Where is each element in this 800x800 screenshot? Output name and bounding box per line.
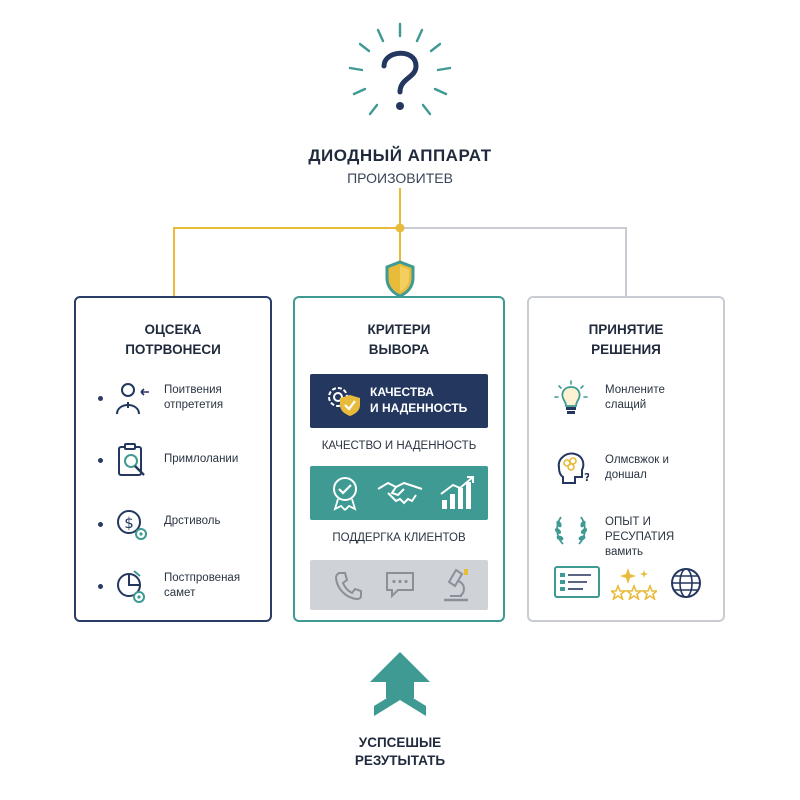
card-title-text: ОЦСЕКА ПОТРВОНЕСИ (125, 322, 221, 357)
list-item: Монлените слащий (529, 376, 723, 420)
list-item: Примлолании (76, 438, 270, 482)
up-arrow-icon (370, 652, 430, 716)
gear-shield-icon (328, 387, 360, 416)
diagram-title: ДИОДНЫЙ АППАРАТ (308, 146, 492, 165)
item-label: ОПЫТ И РЕСУПАТИЯ вамить (605, 516, 675, 558)
chart-gear-icon (117, 570, 145, 603)
band-text: КАЧЕСТВА И НАДЕННОСТЬ (370, 385, 468, 415)
list-item: $ Дрстиволь (76, 502, 270, 546)
values-band (310, 466, 488, 520)
results-title: УСПСЕШЫЕ РЕЗУТЫТАТЬ (0, 734, 800, 770)
chat-icon (386, 572, 414, 599)
badge-check-icon (333, 477, 357, 511)
checklist-card-icon (554, 566, 600, 598)
handshake-icon (377, 481, 423, 505)
item-label: Поитвения отпрететия (164, 384, 224, 411)
head-brain-icon: ? (557, 452, 589, 484)
card-decision: ПРИНЯТИЕ РЕШЕНИЯ Монлените слащий ? Олмс… (527, 296, 725, 622)
band-caption: ПОДДЕРГКА КЛИЕНТОВ (332, 532, 466, 544)
globe-icon (671, 568, 701, 598)
results-title-text: УСПСЕШЫЕ РЕЗУТЫТАТЬ (354, 735, 446, 768)
laurel-icon (554, 516, 588, 545)
support-band (310, 560, 488, 610)
list-item: ? Олмсвжок и доншал (529, 446, 723, 490)
lightbulb-icon (554, 380, 588, 414)
list-item: Поитвения отпрететия (76, 376, 270, 420)
item-label: Примлолании (164, 453, 239, 465)
card-title-text: КРИТЕРИ ВЫВОРА (367, 322, 431, 357)
list-item: ОПЫТ И РЕСУПАТИЯ вамить (529, 508, 723, 558)
dollar-gear-icon: $ (117, 510, 147, 540)
bullet (98, 396, 103, 401)
bullet (98, 584, 103, 589)
svg-text:?: ? (584, 471, 589, 484)
band-caption: КАЧЕСТВО И НАДЕННОСТЬ (321, 440, 477, 452)
card-title: ПРИНЯТИЕ РЕШЕНИЯ (529, 320, 723, 360)
growth-chart-icon (440, 476, 474, 509)
card-title-text: ПРИНЯТИЕ РЕШЕНИЯ (588, 322, 664, 357)
bullet (98, 522, 103, 527)
list-item: Постпровеная самет (76, 564, 270, 608)
clipboard-magnifier-icon (118, 443, 145, 476)
item-label: Олмсвжок и доншал (605, 454, 669, 481)
microscope-icon (444, 568, 468, 602)
diagram-subtitle: ПРОИЗОВИТЕВ (347, 170, 453, 186)
card-title: КРИТЕРИ ВЫВОРА (295, 320, 503, 360)
stars-icon (611, 568, 657, 600)
quality-band: КАЧЕСТВА И НАДЕННОСТЬ (310, 374, 488, 428)
item-label: Дрстиволь (164, 515, 221, 527)
svg-text:$: $ (124, 514, 134, 532)
item-label: Монлените слащий (605, 384, 665, 411)
question-icon (348, 22, 452, 116)
card-criteria: КРИТЕРИ ВЫВОРА КАЧЕСТВА И НАДЕННОСТЬ КАЧ… (293, 296, 505, 622)
bullet (98, 458, 103, 463)
shield-icon (385, 260, 415, 298)
item-label: Постпровеная самет (164, 572, 241, 599)
card-assessment: ОЦСЕКА ПОТРВОНЕСИ Поитвения отпрететия П… (74, 296, 272, 622)
card-title: ОЦСЕКА ПОТРВОНЕСИ (76, 320, 270, 360)
person-arrows-icon (116, 383, 149, 415)
phone-icon (334, 572, 362, 600)
